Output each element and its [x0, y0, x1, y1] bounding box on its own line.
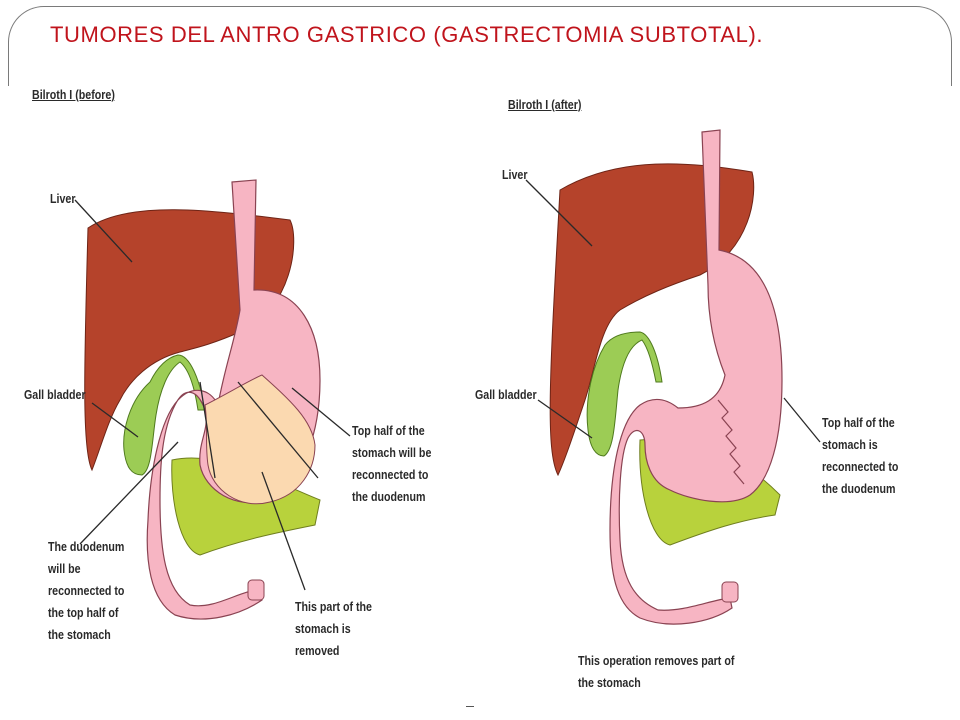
removed-part-shape	[204, 374, 316, 505]
diagram-title: Bilroth I (after)	[508, 97, 582, 112]
gall-bladder-pointer	[537, 399, 593, 439]
cut-line-lower	[199, 381, 216, 479]
removed-part-label: This part of the stomach is removed	[295, 599, 372, 658]
duodenum-end	[247, 579, 265, 601]
gall-bladder-label: Gall bladder	[24, 387, 86, 402]
gall-bladder-shape	[123, 354, 206, 476]
liver-label: Liver	[50, 191, 76, 206]
operation-caption: This operation removes part of the stoma…	[578, 653, 735, 690]
suture-line	[717, 399, 745, 485]
slide-footer-mark	[466, 706, 474, 707]
top-half-pointer	[783, 397, 821, 443]
top-half-pointer	[291, 387, 351, 437]
removed-pointer	[261, 471, 306, 591]
diagram-title: Bilroth I (before)	[32, 87, 115, 102]
slide-title: TUMORES DEL ANTRO GASTRICO (GASTRECTOMIA…	[50, 22, 764, 47]
gall-bladder-label: Gall bladder	[475, 387, 537, 402]
liver-label: Liver	[502, 167, 528, 182]
stomach-shape	[609, 129, 783, 625]
duodenum-label: The duodenum will be reconnected to the …	[48, 539, 125, 642]
diagram-before: Bilroth I (before) Liver Gall bladder To…	[0, 70, 470, 710]
liver-pointer	[525, 179, 593, 247]
anatomy-illustration-before	[74, 179, 351, 620]
gall-bladder-pointer	[91, 402, 139, 438]
liver-shape	[549, 163, 755, 477]
duodenum-pointer	[79, 441, 179, 545]
slide-title-frame	[8, 6, 952, 86]
gall-bladder-shape	[586, 331, 663, 457]
top-half-label: Top half of the stomach is reconnected t…	[822, 415, 899, 496]
diagram-after: Bilroth I (after) Liver Gall bladder Top…	[470, 70, 940, 710]
duodenum-end	[721, 581, 739, 603]
liver-pointer	[74, 199, 133, 263]
cut-line-upper	[237, 381, 319, 479]
top-half-label: Top half of the stomach will be reconnec…	[352, 423, 432, 504]
anatomy-illustration-after	[525, 129, 821, 625]
